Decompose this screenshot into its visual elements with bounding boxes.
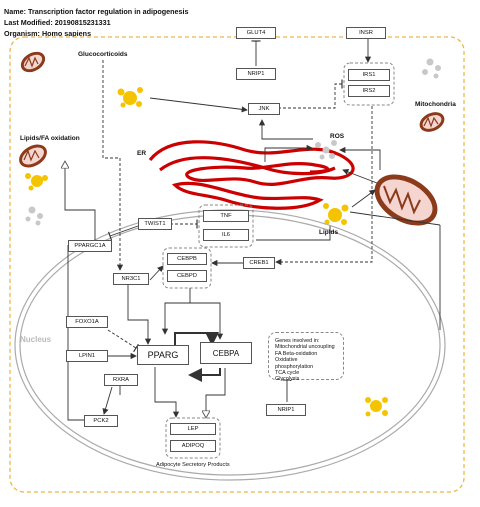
gene-nrip1-top[interactable]: NRIP1 [236,68,276,80]
gray-cluster-top-right [422,58,441,79]
gene-cebpa[interactable]: CEBPA [200,342,252,364]
ros-label: ROS [330,133,345,140]
gene-jnk[interactable]: JNK [248,103,280,115]
gene-nrip1-bottom[interactable]: NRIP1 [266,404,306,416]
lipid-droplets-center [323,203,349,225]
gene-ppargc1a[interactable]: PPARGC1A [68,240,112,252]
gene-rxra[interactable]: RXRA [104,374,138,386]
gene-tnf[interactable]: TNF [203,210,249,222]
er-shape [148,140,355,210]
genes-involved-item: TCA cycle [275,370,300,377]
gene-pparg[interactable]: PPARG [137,345,189,365]
lipid-droplets-bottom [365,397,388,417]
gene-lep[interactable]: LEP [170,423,216,435]
gene-creb1[interactable]: CREB1 [243,257,275,269]
gray-cluster-left [25,206,43,226]
gene-cebpd[interactable]: CEBPD [167,270,207,282]
gene-il6[interactable]: IL6 [203,229,249,241]
last-modified: Last Modified: 20190815231331 [4,18,111,27]
er-label: ER [137,150,147,157]
organism: Organism: Homo sapiens [4,29,92,38]
gene-lpin1[interactable]: LPIN1 [66,350,108,362]
nucleus-label: Nucleus [20,335,52,344]
mitochondria-label: Mitochondria [415,101,456,108]
genes-involved-item: Oxidative phosphorylation [275,357,314,370]
lipids-fa-label: Lipids/FA oxidation [20,135,80,142]
glucocorticoids-label: Glucocorticoids [78,51,128,58]
mitochondrion-top-left [20,51,46,73]
genes-involved-title: Genes involved in: [275,338,320,344]
genes-involved-item: Mitochondrial uncoupling [275,344,335,351]
gene-adipoq[interactable]: ADIPOQ [170,440,216,452]
gene-pck2[interactable]: PCK2 [84,415,118,427]
gene-insr[interactable]: INSR [346,27,386,39]
gene-twist1[interactable]: TWIST1 [138,218,172,230]
gene-foxo1a[interactable]: FOXO1A [66,316,108,328]
mitochondrion-large [374,174,438,226]
genes-involved-item: FA Beta-oxidation [275,350,318,357]
gene-glut4[interactable]: GLUT4 [236,27,276,39]
lipid-droplets-left [25,173,48,191]
gene-cebpb[interactable]: CEBPB [167,253,207,265]
gene-nr3c1[interactable]: NR3C1 [113,273,149,285]
gene-irs1[interactable]: IRS1 [348,69,390,81]
genes-involved-item: Glycolysis [275,376,300,383]
genes-involved-box: Genes involved in: Mitochondrial uncoupl… [268,332,344,383]
lipids-label: Lipids [319,229,339,236]
lipid-droplets-top [117,87,143,108]
mitochondrion-left [19,144,47,168]
gene-irs2[interactable]: IRS2 [348,85,390,97]
pathway-name: Name: Transcription factor regulation in… [4,7,189,16]
mitochondrion-top-right [419,112,445,132]
secretory-products-label: Adipocyte Secretory Products [156,462,230,468]
ros-cluster [315,140,337,160]
